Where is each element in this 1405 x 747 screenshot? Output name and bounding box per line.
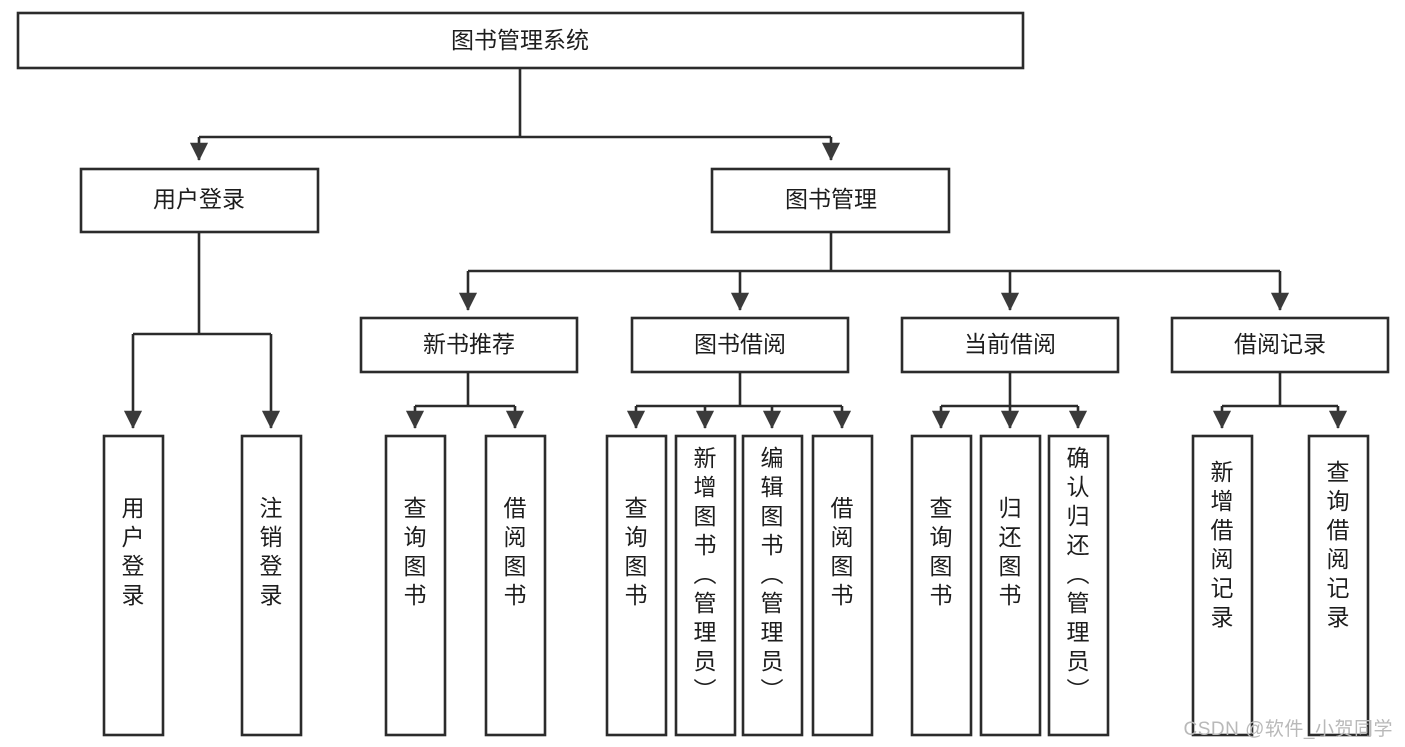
node-new-book-recommend-box <box>359 316 579 374</box>
node-leaf-user-login[interactable]: 用户登录 <box>102 434 165 737</box>
node-book-borrow-label: 图书借阅 <box>694 331 786 357</box>
node-leaf-query-record[interactable]: 查询借阅记录 <box>1307 434 1370 737</box>
node-leaf-confirm-return[interactable]: 确认归还︵管理员︶ <box>1047 434 1110 737</box>
node-new-book-recommend-label: 新书推荐 <box>423 331 515 357</box>
node-leaf-edit-book-box <box>741 434 804 737</box>
node-leaf-borrow-book-2-label: 借阅图书 <box>831 495 854 608</box>
node-leaf-query-book-2-box <box>605 434 668 737</box>
node-book-manage-label: 图书管理 <box>785 186 877 212</box>
node-leaf-return-book-label: 归还图书 <box>999 495 1022 608</box>
connectors-book-manage-to-level3 <box>458 232 1290 311</box>
node-book-manage[interactable]: 图书管理 <box>710 167 951 234</box>
node-root-box <box>16 11 1025 70</box>
node-leaf-logout-login-box <box>240 434 303 737</box>
node-borrow-record[interactable]: 借阅记录 <box>1170 316 1390 374</box>
node-leaf-logout-login[interactable]: 注销登录 <box>240 434 303 737</box>
node-leaf-borrow-book-2-box <box>811 434 874 737</box>
node-leaf-query-book-1-box <box>384 434 447 737</box>
node-leaf-logout-login-label: 注销登录 <box>260 495 283 608</box>
node-leaf-query-record-box <box>1307 434 1370 737</box>
node-book-borrow[interactable]: 图书借阅 <box>630 316 850 374</box>
node-leaf-borrow-book-1-box <box>484 434 547 737</box>
node-leaf-query-book-3-label: 查询图书 <box>930 495 953 608</box>
node-leaf-add-record-label: 新增借阅记录 <box>1211 459 1234 630</box>
node-user-login-box <box>79 167 320 234</box>
node-leaf-user-login-label: 用户登录 <box>122 495 145 608</box>
node-leaf-query-book-3-box <box>910 434 973 737</box>
node-user-login[interactable]: 用户登录 <box>79 167 320 234</box>
node-leaf-add-book-label: 新增图书︵管理员︶ <box>694 445 717 703</box>
node-leaf-add-record[interactable]: 新增借阅记录 <box>1191 434 1254 737</box>
connectors-user-login-to-leaves <box>123 232 281 429</box>
node-leaf-confirm-return-box <box>1047 434 1110 737</box>
node-leaf-return-book[interactable]: 归还图书 <box>979 434 1042 737</box>
node-leaf-edit-book[interactable]: 编辑图书︵管理员︶ <box>741 434 804 737</box>
node-current-borrow[interactable]: 当前借阅 <box>900 316 1120 374</box>
node-leaf-query-book-2[interactable]: 查询图书 <box>605 434 668 737</box>
node-leaf-borrow-book-2[interactable]: 借阅图书 <box>811 434 874 737</box>
node-current-borrow-label: 当前借阅 <box>964 331 1056 357</box>
node-book-manage-box <box>710 167 951 234</box>
node-root-label: 图书管理系统 <box>451 27 589 53</box>
node-borrow-record-box <box>1170 316 1390 374</box>
csdn-watermark: CSDN @软件_小贺同学 <box>1183 719 1393 740</box>
connectors-new-book-recommend-to-leaves <box>405 372 525 429</box>
node-leaf-query-book-3[interactable]: 查询图书 <box>910 434 973 737</box>
node-root[interactable]: 图书管理系统 <box>16 11 1025 70</box>
node-new-book-recommend[interactable]: 新书推荐 <box>359 316 579 374</box>
node-leaf-query-book-1[interactable]: 查询图书 <box>384 434 447 737</box>
connectors-book-borrow-to-leaves <box>626 372 852 429</box>
node-leaf-confirm-return-label: 确认归还︵管理员︶ <box>1067 445 1090 703</box>
connectors-borrow-record-to-leaves <box>1212 372 1348 429</box>
node-user-login-label: 用户登录 <box>153 186 245 212</box>
node-leaf-query-book-1-label: 查询图书 <box>404 495 427 608</box>
node-leaf-query-book-2-label: 查询图书 <box>625 495 648 608</box>
node-book-borrow-box <box>630 316 850 374</box>
node-leaf-add-book[interactable]: 新增图书︵管理员︶ <box>674 434 737 737</box>
connectors-current-borrow-to-leaves <box>931 372 1088 429</box>
node-leaf-borrow-book-1[interactable]: 借阅图书 <box>484 434 547 737</box>
node-leaf-add-book-box <box>674 434 737 737</box>
node-current-borrow-box <box>900 316 1120 374</box>
node-leaf-return-book-box <box>979 434 1042 737</box>
connectors-root-to-level2 <box>189 68 841 161</box>
node-leaf-query-record-label: 查询借阅记录 <box>1327 459 1350 630</box>
node-leaf-user-login-box <box>102 434 165 737</box>
node-leaf-add-record-box <box>1191 434 1254 737</box>
node-borrow-record-label: 借阅记录 <box>1234 331 1326 357</box>
node-leaf-edit-book-label: 编辑图书︵管理员︶ <box>761 445 784 703</box>
node-leaf-borrow-book-1-label: 借阅图书 <box>504 495 527 608</box>
